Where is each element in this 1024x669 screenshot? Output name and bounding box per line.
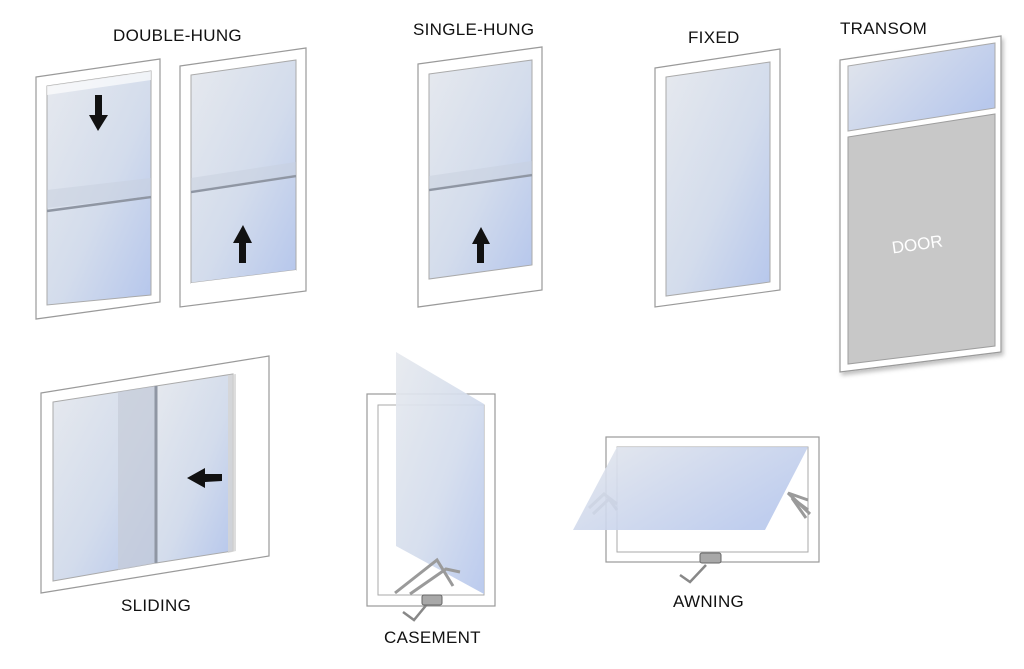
arrow-up-icon: [233, 225, 252, 263]
door-panel: [847, 113, 996, 365]
single-hung-window: [417, 46, 543, 308]
label-casement: CASEMENT: [384, 628, 481, 647]
label-transom: TRANSOM: [840, 19, 928, 38]
label-sliding: SLIDING: [121, 596, 192, 615]
awning-window: [573, 436, 820, 584]
arrow-down-icon: [89, 95, 108, 131]
label-single-hung: SINGLE-HUNG: [413, 20, 535, 39]
arrow-up-icon: [472, 227, 490, 263]
label-awning: AWNING: [673, 592, 745, 611]
transom-glass: [847, 42, 996, 132]
casement-crank-arm: [394, 557, 461, 622]
casement-window: [366, 352, 496, 622]
fixed-window: [654, 48, 781, 308]
label-fixed: FIXED: [688, 28, 740, 47]
sliding-window: [40, 355, 270, 594]
double-hung-window-left: [35, 58, 161, 320]
double-hung-window-right: [179, 47, 307, 308]
arrow-left-icon: [187, 468, 222, 488]
label-double-hung: DOUBLE-HUNG: [113, 26, 242, 45]
awning-crank: [679, 552, 722, 584]
